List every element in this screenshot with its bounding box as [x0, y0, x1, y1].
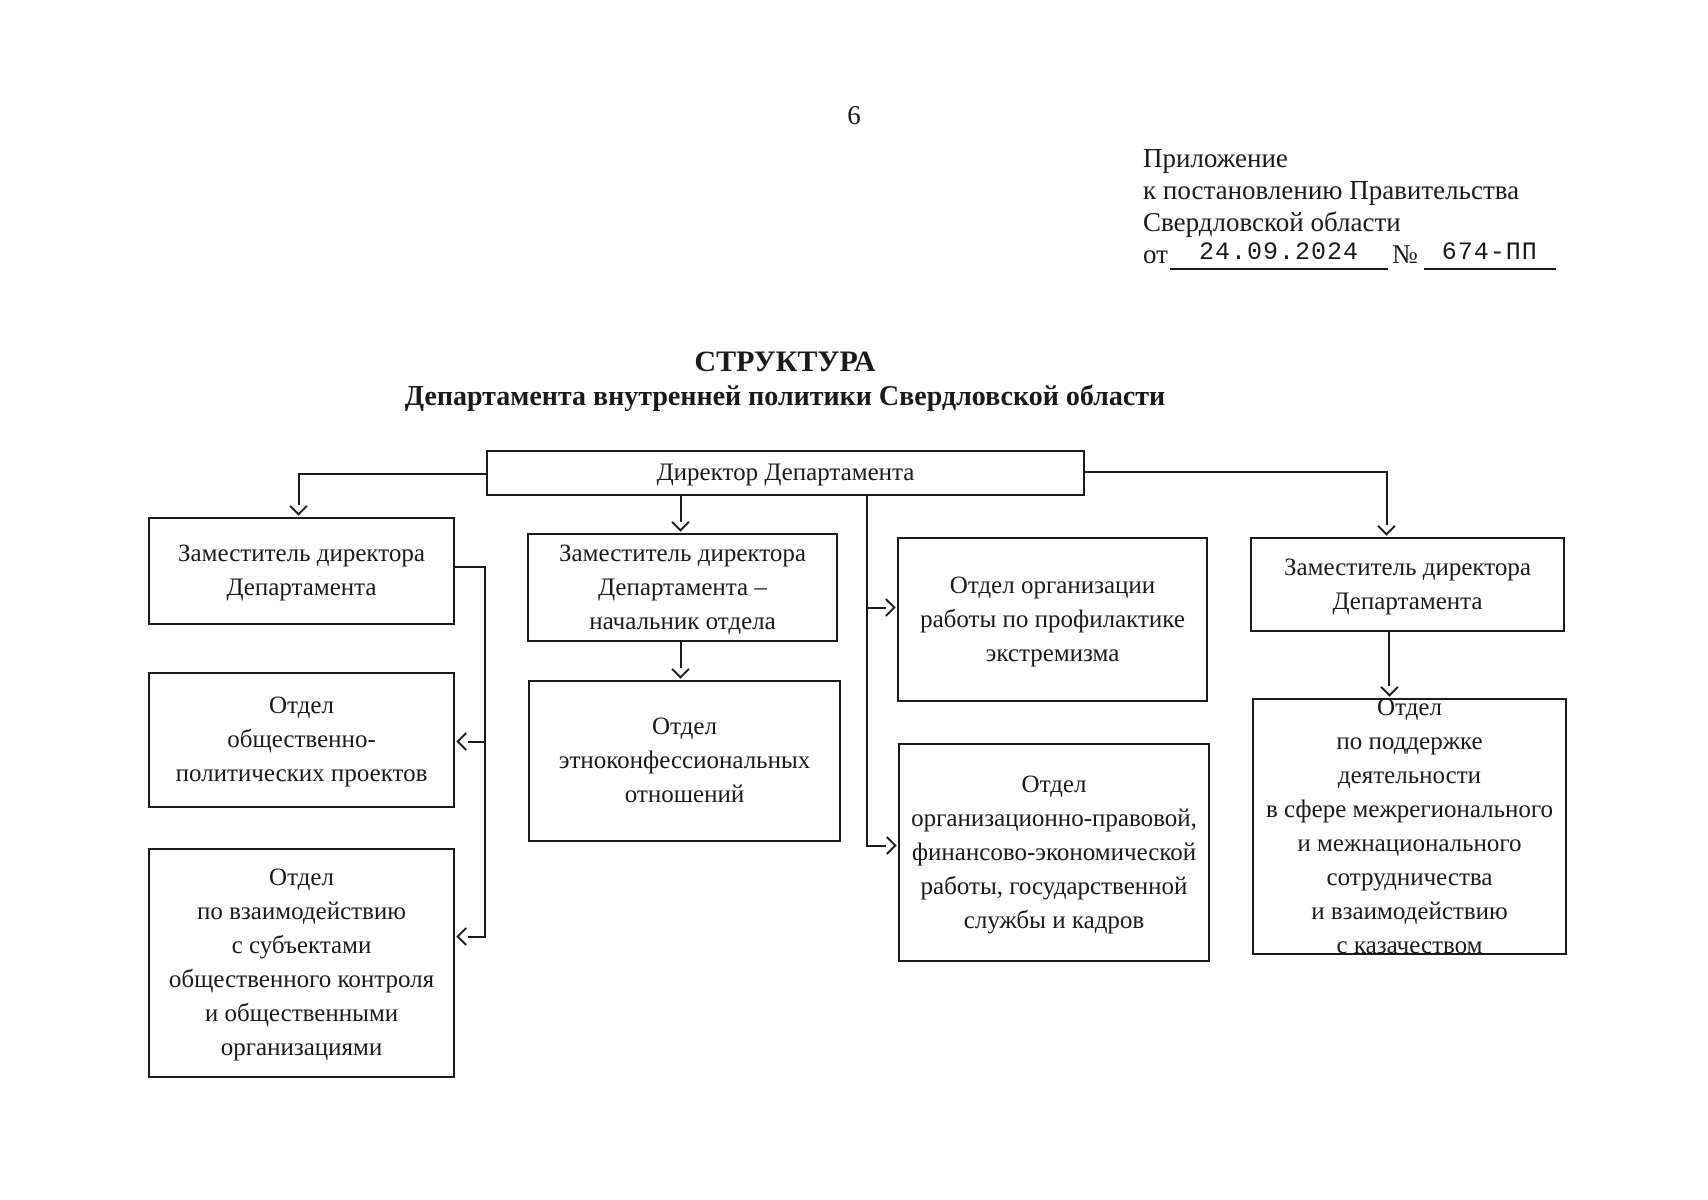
- title-line-1: СТРУКТУРА: [694, 345, 876, 378]
- box-director-label: Директор Департамента: [656, 459, 915, 486]
- number-sign: №: [1391, 239, 1418, 269]
- box-dept-social-political: Отдел общественно- политических проектов: [148, 672, 455, 808]
- doc-date: 24.09.2024: [1169, 238, 1388, 270]
- box-deputy-head-of-dept-label: Заместитель директора Департамента – нач…: [559, 539, 806, 635]
- connector-director-to-deputy-head-v: [680, 496, 682, 522]
- connector-spine-to-public-control-h: [468, 936, 486, 938]
- arrow-down-icon: [289, 497, 308, 516]
- doc-number: 674-ПП: [1423, 238, 1556, 270]
- from-label: от: [1143, 239, 1168, 269]
- appendix-line-2: к постановлению Правительства: [1143, 175, 1520, 205]
- appendix-line-3: Свердловской области: [1143, 207, 1401, 237]
- arrow-down-icon: [671, 513, 690, 532]
- connector-director-to-deputy-right-v: [1386, 471, 1388, 525]
- box-dept-social-political-label: Отдел общественно- политических проектов: [175, 692, 428, 787]
- connector-spine-to-org-legal-h: [866, 845, 886, 847]
- appendix-note: Приложение к постановлению Правительства…: [1143, 142, 1556, 270]
- connector-deputy-right-to-cossacks-v: [1388, 632, 1390, 686]
- connector-director-to-deputy-left-h: [300, 473, 486, 475]
- connector-deputy-left-stub-h: [455, 566, 486, 568]
- arrow-left-icon: [456, 927, 475, 946]
- connector-spine-to-extremism-h: [868, 607, 886, 609]
- box-dept-public-control-label: Отдел по взаимодействию с субъектами общ…: [168, 864, 435, 1061]
- box-deputy-left-label: Заместитель директора Департамента: [178, 540, 425, 601]
- box-deputy-right: Заместитель директора Департамента: [1250, 537, 1565, 632]
- box-dept-extremism-label: Отдел организации работы по профилактике…: [920, 571, 1185, 667]
- connector-deputy-left-spine: [484, 566, 486, 938]
- box-deputy-left: Заместитель директора Департамента: [148, 517, 455, 625]
- box-dept-cossacks: Отдел по поддержке деятельности в сфере …: [1252, 694, 1567, 959]
- connector-spine-to-social-political-h: [468, 741, 486, 743]
- appendix-date-row: от 24.09.2024 № 674-ПП: [1143, 238, 1556, 270]
- title-line-2: Департамента внутренней политики Свердло…: [404, 381, 1166, 412]
- box-director: Директор Департамента: [486, 450, 1085, 496]
- connector-director-center-spine: [866, 496, 868, 847]
- appendix-line-1: Приложение: [1143, 143, 1288, 173]
- box-dept-org-legal-label: Отдел организационно-правовой, финансово…: [911, 770, 1197, 934]
- arrow-down-icon: [671, 660, 690, 679]
- box-dept-cossacks-label: Отдел по поддержке деятельности в сфере …: [1265, 693, 1554, 959]
- connector-deputy-head-to-ethno-v: [680, 642, 682, 668]
- box-dept-ethno: Отдел этноконфессиональных отношений: [528, 680, 841, 842]
- structure-title: СТРУКТУРА Департамента внутренней полити…: [405, 344, 1165, 414]
- connector-director-to-deputy-right-h: [1085, 471, 1388, 473]
- box-dept-extremism: Отдел организации работы по профилактике…: [897, 537, 1208, 702]
- box-deputy-head-of-dept: Заместитель директора Департамента – нач…: [527, 533, 838, 642]
- arrow-left-icon: [456, 732, 475, 751]
- connector-director-to-deputy-left-v: [298, 473, 300, 505]
- arrow-right-icon: [877, 598, 896, 617]
- arrow-down-icon: [1377, 517, 1396, 536]
- box-dept-ethno-label: Отдел этноконфессиональных отношений: [558, 713, 811, 808]
- box-dept-org-legal: Отдел организационно-правовой, финансово…: [898, 743, 1210, 962]
- box-deputy-right-label: Заместитель директора Департамента: [1284, 553, 1531, 615]
- box-dept-public-control: Отдел по взаимодействию с субъектами общ…: [148, 848, 455, 1078]
- page-number: 6: [847, 100, 861, 130]
- arrow-right-icon: [878, 836, 897, 855]
